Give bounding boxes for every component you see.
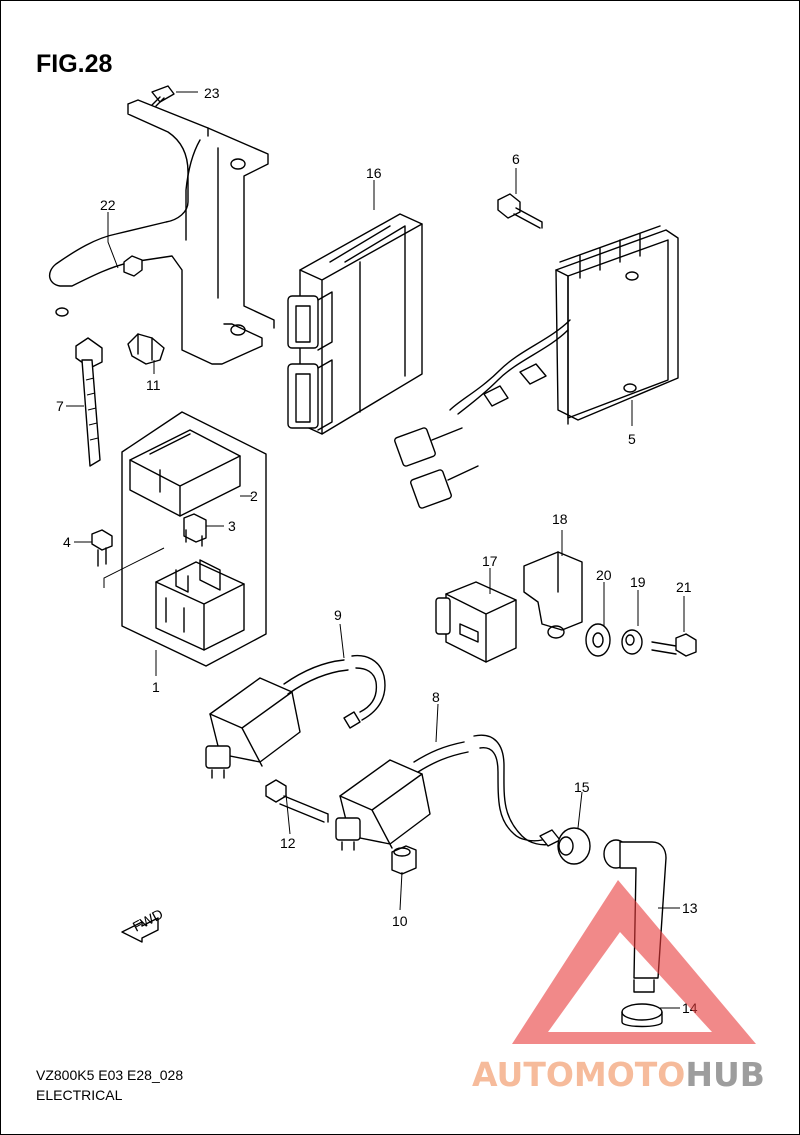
part-4-bolt[interactable] — [91, 529, 113, 567]
part-8-ignition-coil[interactable] — [335, 734, 561, 851]
callout-11[interactable]: 11 — [146, 377, 161, 393]
part-6-bolt[interactable] — [497, 193, 543, 229]
part-10-collar[interactable] — [391, 845, 417, 875]
callout-3[interactable]: 3 — [228, 518, 236, 534]
part-15-plug-cap-seal[interactable] — [557, 827, 591, 865]
callout-5[interactable]: 5 — [628, 431, 636, 447]
callout-9[interactable]: 9 — [334, 607, 342, 623]
part-18-sensor-bracket[interactable] — [523, 551, 583, 639]
part-17-sensor[interactable] — [435, 581, 517, 663]
callout-21[interactable]: 21 — [676, 579, 692, 595]
watermark-triangle — [512, 880, 756, 1044]
callout-numbers: 23 22 16 6 5 7 11 2 3 4 1 17 18 20 19 21… — [56, 85, 698, 1016]
part-4-leader-dash — [103, 547, 165, 588]
callout-13[interactable]: 13 — [682, 900, 698, 916]
callout-4[interactable]: 4 — [63, 534, 71, 550]
callout-19[interactable]: 19 — [630, 574, 646, 590]
part-5-regulator[interactable] — [394, 225, 679, 509]
part-1-starter-relay[interactable] — [155, 559, 245, 651]
watermark: AUTOMOTOHUB — [472, 880, 765, 1094]
callout-16[interactable]: 16 — [366, 165, 382, 181]
watermark-text-part1: AUTOMOTO — [472, 1055, 685, 1094]
callout-15[interactable]: 15 — [574, 779, 590, 795]
callout-6[interactable]: 6 — [512, 151, 520, 167]
part-21-bolt[interactable] — [651, 633, 697, 657]
part-12-bolt[interactable] — [265, 779, 329, 823]
part-23-screw[interactable] — [151, 85, 175, 107]
callout-18[interactable]: 18 — [552, 511, 568, 527]
part-16-ecm[interactable] — [287, 213, 423, 435]
part-14-seal[interactable] — [621, 1003, 663, 1028]
callout-2[interactable]: 2 — [250, 488, 258, 504]
callout-20[interactable]: 20 — [596, 567, 612, 583]
part-2-fuse-cover[interactable] — [129, 429, 241, 517]
part-19-collar[interactable] — [621, 629, 643, 655]
part-9-ignition-coil[interactable] — [205, 654, 386, 779]
leader-lines — [66, 91, 685, 1009]
callout-10[interactable]: 10 — [392, 913, 408, 929]
callout-12[interactable]: 12 — [280, 835, 296, 851]
part-20-grommet[interactable] — [585, 623, 611, 657]
part-3-fuse[interactable] — [183, 513, 207, 547]
watermark-text: AUTOMOTOHUB — [472, 1055, 765, 1094]
part-7-cable-tie[interactable] — [75, 337, 103, 467]
callout-1[interactable]: 1 — [152, 679, 160, 695]
callout-17[interactable]: 17 — [482, 553, 498, 569]
callout-7[interactable]: 7 — [56, 398, 64, 414]
section-name: ELECTRICAL — [36, 1087, 123, 1103]
callout-8[interactable]: 8 — [432, 689, 440, 705]
watermark-text-part2: HUB — [685, 1055, 765, 1094]
callout-23[interactable]: 23 — [204, 85, 220, 101]
fwd-arrow-icon: FWD — [121, 906, 166, 943]
part-11-clamp[interactable] — [127, 333, 165, 365]
callout-22[interactable]: 22 — [100, 197, 116, 213]
part-22-bracket[interactable] — [49, 99, 275, 365]
model-code: VZ800K5 E03 E28_028 — [36, 1067, 183, 1083]
figure-title: FIG.28 — [36, 50, 113, 78]
fuse-box-group — [121, 411, 267, 667]
